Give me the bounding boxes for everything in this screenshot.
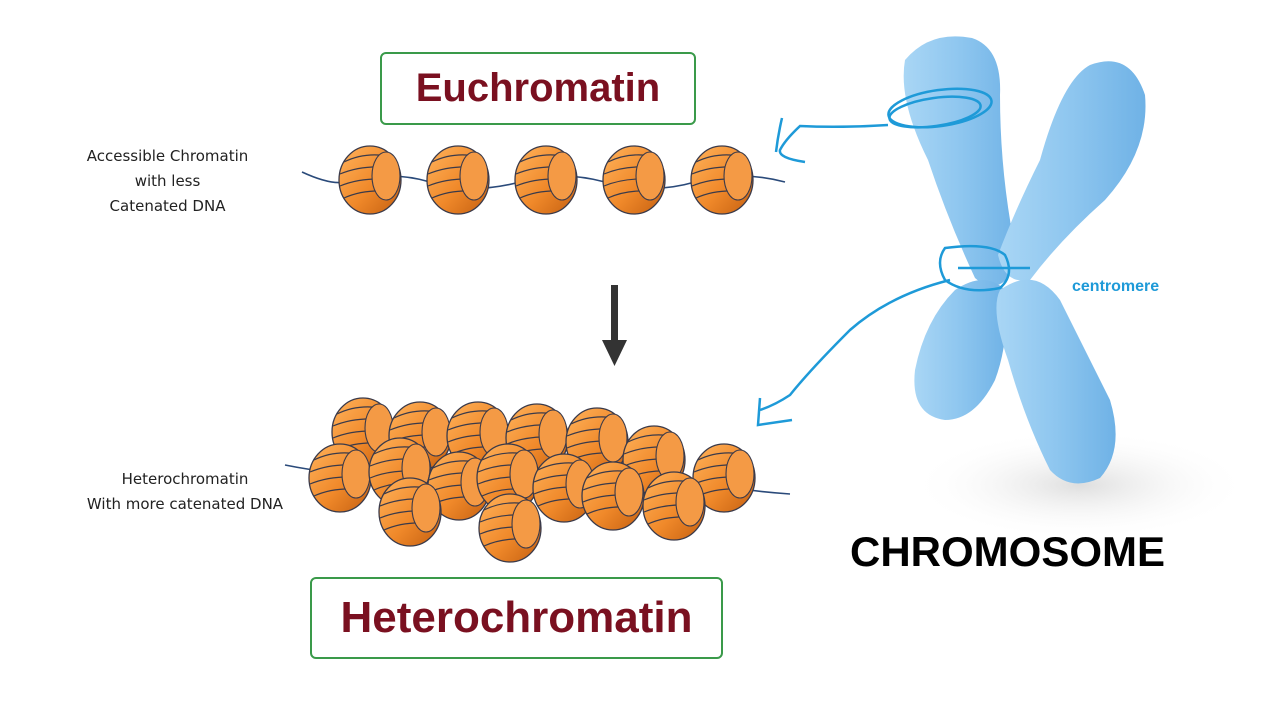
heterochromatin-nucleosome [308, 443, 372, 513]
euchromatin-title: Euchromatin [415, 66, 661, 110]
euchromatin-description-line: with less [134, 172, 201, 190]
heterochromatin-nucleosome [581, 461, 645, 531]
heterochromatin-title: Heterochromatin [340, 593, 693, 642]
annotation-ring-arm [774, 87, 993, 164]
euchromatin-nucleosome [514, 145, 578, 215]
euchromatin-nucleosome [426, 145, 490, 215]
centromere-label: centromere [1072, 278, 1160, 295]
euchromatin-title-box: Euchromatin [380, 52, 696, 125]
euchromatin-nucleosome [338, 145, 402, 215]
heterochromatin-description: Heterochromatin With more catenated DNA [60, 467, 310, 517]
chromosome-title: CHROMOSOME [850, 528, 1165, 575]
euchromatin-nucleosome [690, 145, 754, 215]
heterochromatin-nucleosome [642, 471, 706, 541]
euchromatin-nucleosome [602, 145, 666, 215]
heterochromatin-title-box: Heterochromatin [310, 577, 723, 659]
euchromatin-description: Accessible Chromatin with less Catenated… [60, 144, 275, 219]
annotation-centromere-marker [756, 244, 1030, 427]
heterochromatin-nucleosome [478, 493, 542, 563]
chromosome-shadow [910, 430, 1250, 540]
heterochromatin-description-line: With more catenated DNA [86, 495, 284, 513]
heterochromatin-description-line: Heterochromatin [121, 470, 249, 488]
down-arrow-icon [602, 285, 627, 366]
heterochromatin-nucleosome [378, 477, 442, 547]
euchromatin-description-line: Accessible Chromatin [86, 147, 249, 165]
euchromatin-description-line: Catenated DNA [109, 197, 226, 215]
